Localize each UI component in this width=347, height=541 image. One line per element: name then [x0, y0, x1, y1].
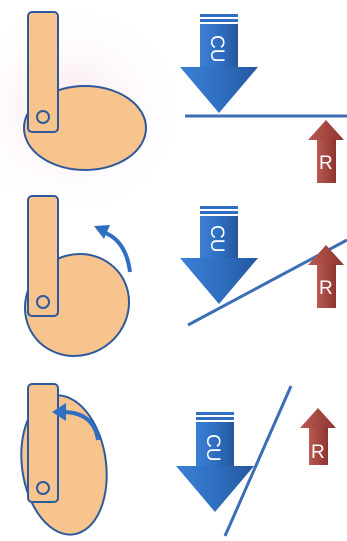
down-force-arrow: CU: [180, 206, 258, 304]
down-force-arrow: CU: [180, 14, 258, 113]
reaction-force-arrow: R: [300, 408, 336, 465]
pivot-joint: [36, 110, 50, 124]
rotation-arrow: [94, 225, 132, 273]
pivot-joint: [36, 295, 50, 309]
reaction-force-arrow: R: [308, 245, 344, 308]
pivot-joint: [36, 481, 50, 495]
leg-bar: [27, 383, 59, 503]
down-force-label: CU: [206, 35, 227, 62]
panel-tilted: CU R: [23, 195, 347, 358]
leg-bar: [27, 11, 59, 133]
panel-steep: CU R: [20, 383, 336, 537]
reaction-force-label: R: [311, 442, 325, 463]
panel-flat: CU R: [23, 11, 347, 183]
leg-bar: [27, 195, 59, 317]
rotation-arrow: [52, 403, 100, 441]
reaction-force-arrow: R: [308, 120, 344, 183]
down-force-label: CU: [202, 434, 223, 461]
down-force-arrow: CU: [176, 412, 254, 512]
down-force-label: CU: [206, 225, 227, 252]
surface-line: [223, 385, 293, 537]
reaction-force-label: R: [319, 153, 333, 174]
reaction-force-label: R: [319, 278, 333, 299]
